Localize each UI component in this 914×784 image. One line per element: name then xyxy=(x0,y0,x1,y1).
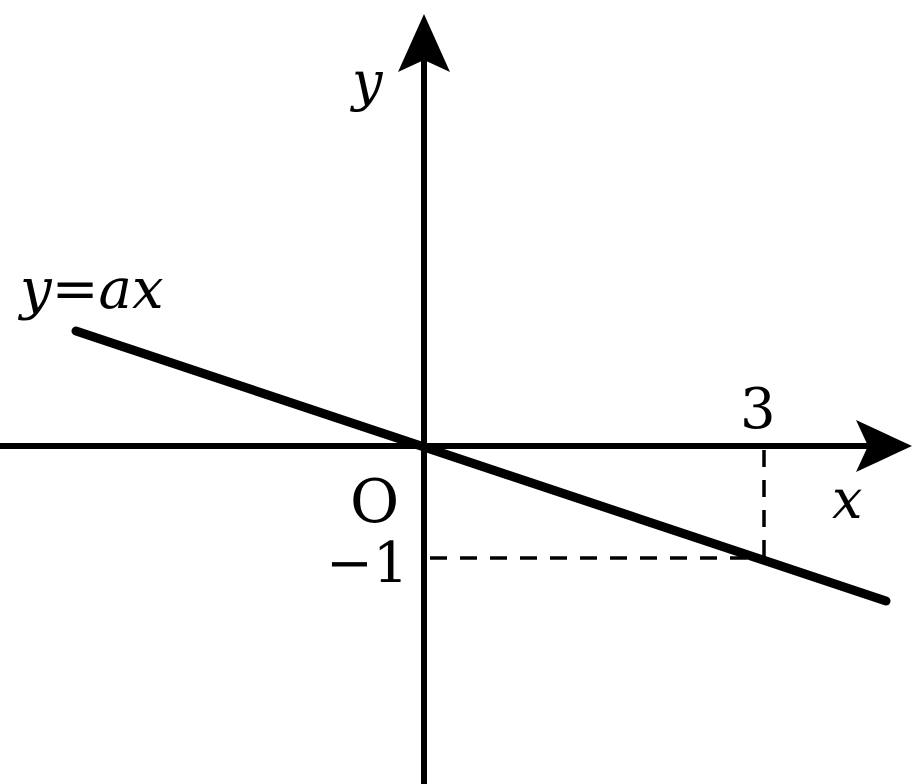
y-axis-arrow xyxy=(398,14,450,72)
x-tick-label-3: 3 xyxy=(740,377,776,442)
y-tick-label-neg1: −1 xyxy=(326,531,409,596)
x-axis-arrow xyxy=(856,420,912,472)
origin-label: O xyxy=(350,467,399,537)
line-y-equals-ax xyxy=(71,326,891,606)
x-axis-label: x xyxy=(832,468,862,531)
line-label: y=ax xyxy=(17,257,164,322)
y-axis-label: y xyxy=(350,50,384,113)
